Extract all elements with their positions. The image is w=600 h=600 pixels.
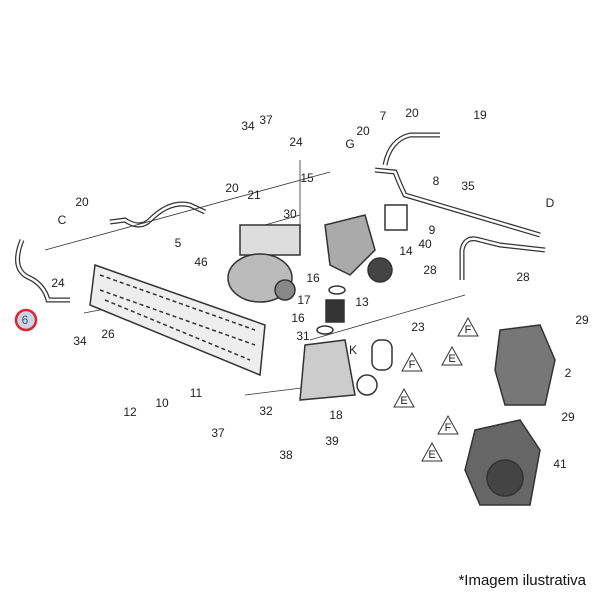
callout: 12 xyxy=(123,405,137,419)
hoses xyxy=(15,132,546,303)
callout: 15 xyxy=(300,171,314,185)
callout: 35 xyxy=(461,179,475,193)
callout: 41 xyxy=(553,457,567,471)
callout: 5 xyxy=(174,236,182,250)
manifold xyxy=(89,263,266,377)
callout: 20 xyxy=(356,124,370,138)
callout: K xyxy=(348,343,358,357)
callout: 19 xyxy=(473,108,487,122)
callout: 23 xyxy=(411,320,425,334)
triangle-callout: E xyxy=(428,449,436,461)
callout: 37 xyxy=(211,426,225,440)
callout: 38 xyxy=(279,448,293,462)
callout: 7 xyxy=(379,109,387,123)
callout: 37 xyxy=(259,113,273,127)
callout: 18 xyxy=(329,408,343,422)
callout: 11 xyxy=(189,386,203,400)
callout: 24 xyxy=(289,135,303,149)
triangle-callout: F xyxy=(464,324,472,336)
triangle-callout: E xyxy=(448,353,456,365)
triangle-callout: F xyxy=(444,422,452,434)
triangle-callout: E xyxy=(400,395,408,407)
compressor xyxy=(227,224,301,303)
callout: 13 xyxy=(355,295,369,309)
callout: 21 xyxy=(247,188,261,202)
callout: C xyxy=(57,213,67,227)
callout: 29 xyxy=(561,410,575,424)
callout: 40 xyxy=(418,237,432,251)
callout: 2 xyxy=(564,366,572,380)
callout: G xyxy=(345,137,355,151)
callout: 20 xyxy=(405,106,419,120)
callout: D xyxy=(545,196,555,210)
callout: 8 xyxy=(432,174,440,188)
callout: 46 xyxy=(194,255,208,269)
callout: 30 xyxy=(283,207,297,221)
callout: 29 xyxy=(575,313,589,327)
callout: 24 xyxy=(51,276,65,290)
callout: 20 xyxy=(75,195,89,209)
callout: 26 xyxy=(101,327,115,341)
callout: 34 xyxy=(241,119,255,133)
highlighted-callout[interactable]: 6 xyxy=(21,313,29,327)
highlighted-callout-ring xyxy=(14,308,38,332)
callout: 39 xyxy=(325,434,339,448)
callout: 31 xyxy=(296,329,310,343)
callout: 16 xyxy=(306,271,320,285)
callout: 14 xyxy=(399,244,413,258)
callout: 16 xyxy=(291,311,305,325)
callout: 20 xyxy=(225,181,239,195)
illustrative-image-note: *Imagem ilustrativa xyxy=(458,572,586,589)
thermostat-housing xyxy=(299,204,408,401)
callout: 10 xyxy=(155,396,169,410)
callout: 34 xyxy=(73,334,87,348)
pumps xyxy=(464,324,556,506)
callout: 9 xyxy=(428,223,436,237)
warning-triangles xyxy=(393,316,479,462)
callout: 17 xyxy=(297,293,311,307)
callout: 28 xyxy=(423,263,437,277)
callout: 32 xyxy=(259,404,273,418)
callout: 28 xyxy=(516,270,530,284)
triangle-callout: F xyxy=(408,359,416,371)
